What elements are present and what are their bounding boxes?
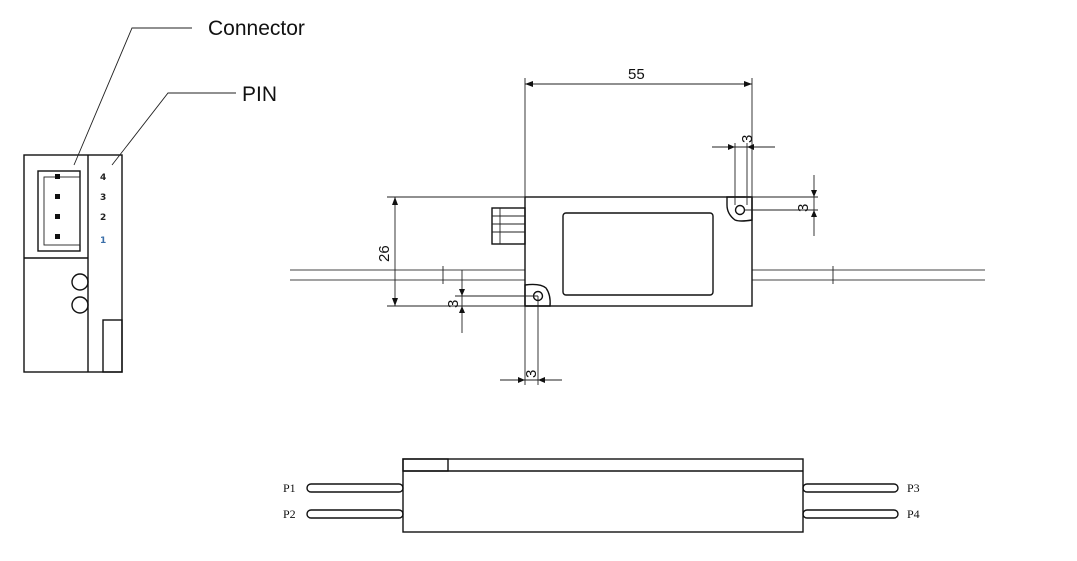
pin-callout-label: PIN: [242, 83, 277, 106]
dimension-hole-top-x: 3: [739, 135, 756, 143]
device-side-body: [402, 458, 804, 533]
pin-number: 2: [100, 213, 106, 223]
connector-round-port: [71, 273, 89, 291]
dim-arrow: [459, 306, 465, 313]
port-label-p1: P1: [283, 481, 296, 495]
dim-arrow: [811, 190, 817, 197]
dim-arrow: [728, 144, 735, 150]
dimension-hole-bottom-x: 3: [523, 370, 540, 378]
pin-number: 1: [100, 236, 106, 246]
callout-leaders: [73, 27, 236, 166]
dimension-hole-top-y: 3: [795, 204, 812, 212]
fiber-p3: [802, 483, 899, 493]
port-label-p4: P4: [907, 507, 920, 521]
dim-arrow: [525, 81, 533, 87]
dim-arrow: [811, 210, 817, 217]
connector-leader-line: [73, 27, 192, 166]
dim-arrow: [518, 377, 525, 383]
port-label-p2: P2: [283, 507, 296, 521]
device-side-connector: [402, 458, 449, 472]
dim-arrow: [747, 144, 754, 150]
fiber-p1: [306, 483, 404, 493]
connector-tab: [102, 319, 123, 373]
dim-arrow: [392, 298, 398, 306]
port-label-p3: P3: [907, 481, 920, 495]
dimension-hole-bottom-y: 3: [445, 300, 462, 308]
pin-leader-line: [111, 92, 236, 166]
top-view: 55 26 3 3 3 3: [290, 66, 985, 385]
mounting-tab-top: [726, 196, 753, 222]
side-view: P1 P2 P3 P4: [283, 458, 920, 533]
dim-arrow: [459, 289, 465, 296]
dimension-width: 55: [628, 66, 645, 83]
connector-pin-dot: [55, 214, 60, 219]
fiber-p2: [306, 509, 404, 519]
mounting-hole: [734, 204, 746, 216]
connector-body-outline: [23, 154, 123, 373]
pin-number: 4: [100, 173, 106, 183]
dim-arrow: [744, 81, 752, 87]
device-connector-block: [491, 207, 526, 245]
device-label-area: [562, 212, 714, 296]
dim-arrow: [392, 197, 398, 205]
connector-round-port: [71, 296, 89, 314]
connector-pin-dot: [55, 234, 60, 239]
pin-number: 3: [100, 193, 106, 203]
connector-pin-dot: [55, 174, 60, 179]
dimension-height: 26: [376, 245, 393, 262]
connector-pin-dot: [55, 194, 60, 199]
connector-housing-inner: [43, 176, 81, 246]
connector-callout-label: Connector: [208, 17, 305, 40]
fiber-p4: [802, 509, 899, 519]
device-body: [524, 196, 753, 307]
connector-detail: 4 3 2 1: [23, 154, 123, 373]
mounting-tab-bottom: [524, 283, 551, 307]
dim-arrow: [538, 377, 545, 383]
